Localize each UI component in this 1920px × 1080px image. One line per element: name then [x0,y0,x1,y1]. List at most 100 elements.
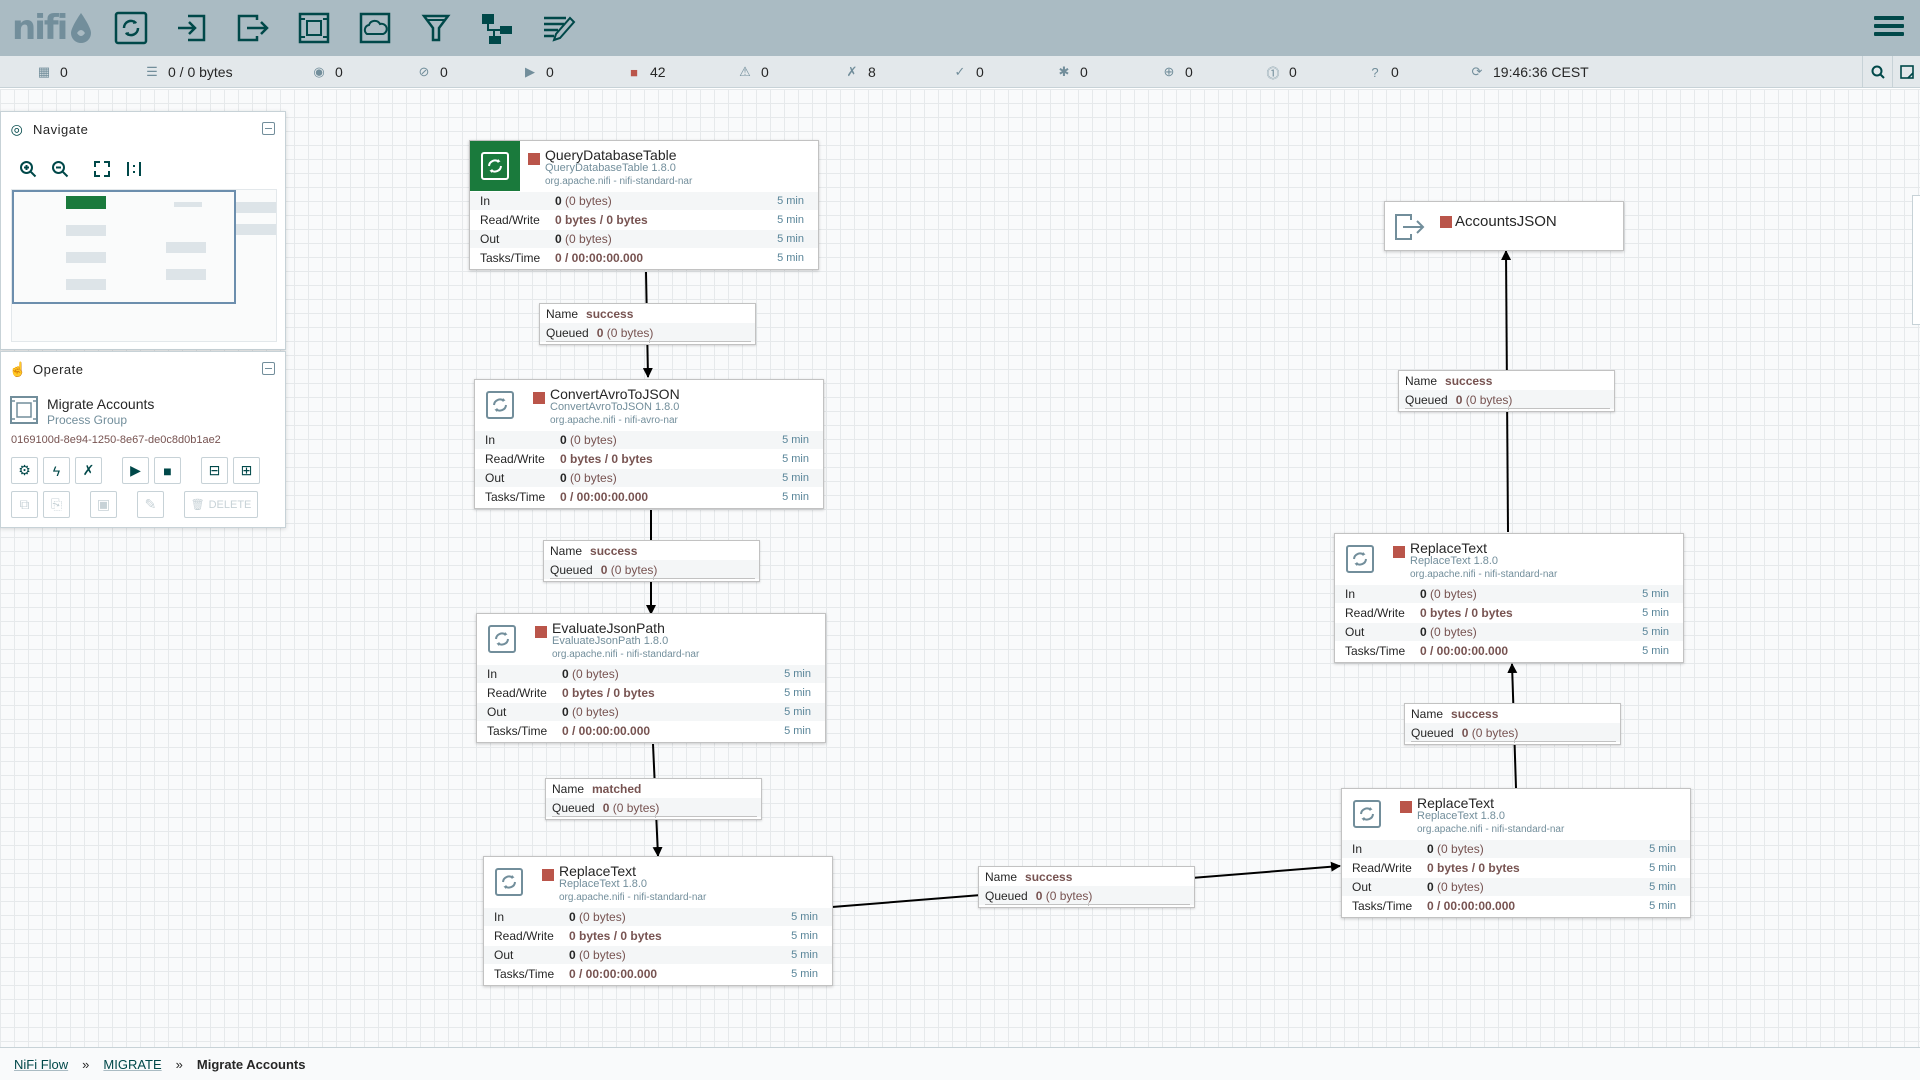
zoom-in-button[interactable] [15,156,41,182]
refresh-icon[interactable]: ⟳ [1471,64,1483,79]
breadcrumb-current: Migrate Accounts [196,1056,306,1072]
enable-button[interactable]: ϟ [43,457,70,484]
processor-type: ReplaceText 1.8.0 [1410,555,1499,567]
processor-bundle: org.apache.nifi - nifi-standard-nar [559,892,707,903]
transmitting-status: ◉0 [311,56,342,88]
processor-replacetext[interactable]: ReplaceText ReplaceText 1.8.0 org.apache… [1341,788,1691,918]
navigate-title: Navigate [33,121,89,137]
input-port-tool[interactable] [161,0,222,56]
not-transmitting-icon: ⊘ [418,64,430,79]
collapse-navigate-button[interactable] [262,122,275,135]
locally-modified-status: ✱0 [1056,56,1088,88]
logo-text: nifi [12,8,68,48]
gear-icon: ⚙ [18,462,31,478]
paste-button[interactable]: ⎘ [43,491,70,518]
processor-icon [475,380,525,430]
processor-tool[interactable] [100,0,161,56]
processor-type: ReplaceText 1.8.0 [1417,810,1506,822]
bulletin-board-button[interactable] [1892,56,1920,88]
processor-type: ConvertAvroToJSON 1.8.0 [550,401,680,413]
navigate-header[interactable]: ◎ Navigate [1,112,285,146]
processor-replacetext[interactable]: ReplaceText ReplaceText 1.8.0 org.apache… [1334,533,1684,663]
processor-querydatabasetable[interactable]: QueryDatabaseTable QueryDatabaseTable 1.… [469,140,819,270]
stopped-state-icon [1440,216,1452,228]
template-tool[interactable] [466,0,527,56]
processor-bundle: org.apache.nifi - nifi-avro-nar [550,415,678,426]
up-arrow-icon: ⊕ [1163,64,1175,79]
color-button[interactable]: ✎ [137,491,164,518]
list-icon: ☰ [146,64,158,79]
nifi-logo: nifi [0,0,100,56]
configure-button[interactable]: ⚙ [11,457,38,484]
delete-button[interactable]: 🗑DELETE [184,491,258,518]
process-group-tool[interactable] [283,0,344,56]
group-button[interactable]: ▣ [90,491,117,518]
search-button[interactable] [1862,56,1892,88]
zoom-out-button[interactable] [47,156,73,182]
create-template-button[interactable]: ⊟ [201,457,228,484]
refresh-status[interactable]: ⟳19:46:36 CEST [1469,56,1589,88]
processor-name: EvaluateJsonPath [552,620,665,636]
play-icon: ▶ [130,462,141,478]
label-tool[interactable] [527,0,588,56]
running-status: ▶0 [522,56,554,88]
processor-replacetext[interactable]: ReplaceText ReplaceText 1.8.0 org.apache… [483,856,833,986]
disable-button[interactable]: ✗ [75,457,102,484]
processor-evaluatejsonpath[interactable]: EvaluateJsonPath EvaluateJsonPath 1.8.0 … [476,613,826,743]
stopped-state-icon [542,869,554,881]
disabled-icon: ✗ [846,64,858,79]
check-icon: ✓ [954,64,966,79]
copy-button[interactable]: ⧉ [11,491,38,518]
stopped-state-icon [1400,801,1412,813]
start-button[interactable]: ▶ [122,457,149,484]
operate-title: Operate [33,361,84,377]
disable-icon: ✗ [82,462,95,478]
viewport-indicator[interactable] [12,190,236,304]
queued-status: ☰0 / 0 bytes [144,56,232,88]
active-threads-status: ▦0 [37,64,68,80]
processor-convertavrotojson[interactable]: ConvertAvroToJSON ConvertAvroToJSON 1.8.… [474,379,824,509]
birdseye-view[interactable] [11,189,277,342]
processor-name: ConvertAvroToJSON [550,386,680,402]
zoom-fit-button[interactable] [89,156,115,182]
collapsed-side-panel[interactable] [1912,195,1920,325]
remote-process-group-icon [359,12,390,44]
actual-size-button[interactable] [121,156,147,182]
output-port-tool[interactable] [222,0,283,56]
collapse-operate-button[interactable] [262,362,275,375]
template-icon [481,14,512,44]
breadcrumb-nifi-flow[interactable]: NiFi Flow [14,1056,69,1072]
remote-process-group-tool[interactable] [344,0,405,56]
stop-icon: ■ [630,64,638,80]
output-port-accountsjson[interactable]: AccountsJSON [1384,201,1624,251]
breadcrumb-separator: » [175,1056,183,1072]
operate-header[interactable]: ☝ Operate [1,352,285,386]
stop-button[interactable]: ■ [154,457,181,484]
hand-pointer-icon: ☝ [9,360,27,377]
brush-icon: ✎ [144,496,157,512]
funnel-tool[interactable] [405,0,466,56]
global-menu-button[interactable] [1874,12,1904,42]
upload-template-button[interactable]: ⊞ [233,457,260,484]
breadcrumb-migrate[interactable]: MIGRATE [103,1056,162,1072]
